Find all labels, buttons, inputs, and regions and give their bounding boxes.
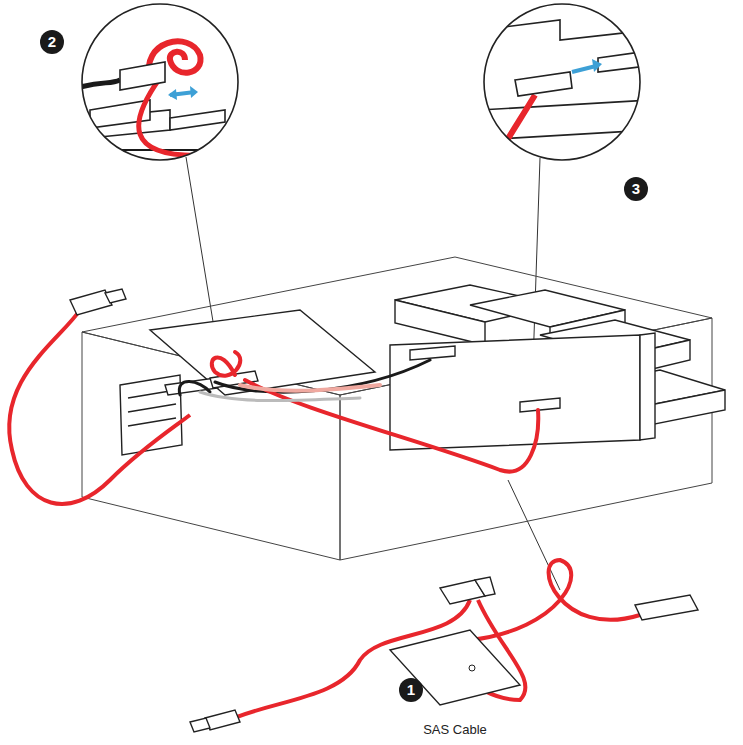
zoom-detail <box>480 0 655 170</box>
external-cable <box>9 289 190 504</box>
callout-number: 1 <box>399 678 423 702</box>
callout-number: 3 <box>624 177 648 201</box>
drive-cage <box>390 285 725 450</box>
zoom-detail <box>60 0 240 170</box>
callout-discs <box>40 30 648 702</box>
sas-cable-assembly <box>190 560 698 732</box>
chassis-box <box>82 257 712 560</box>
part-label: SAS Cable <box>423 722 487 737</box>
internal-cables <box>179 352 538 472</box>
callout-number: 2 <box>40 30 64 54</box>
